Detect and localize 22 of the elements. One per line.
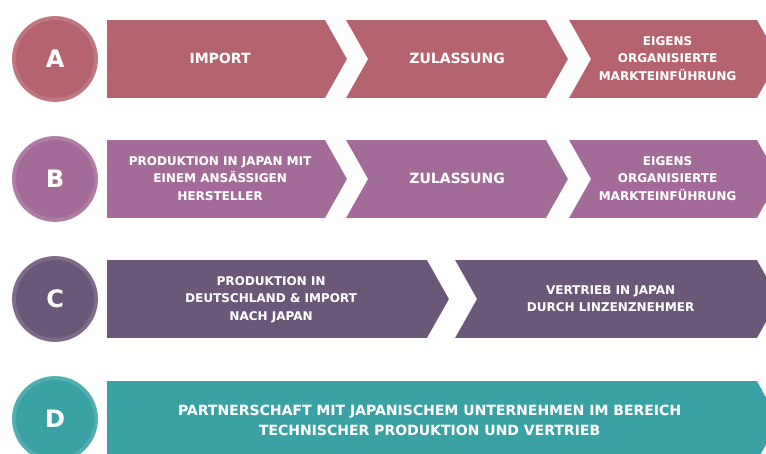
step-banner [107,20,347,98]
step-banner [346,140,568,218]
step-banner [107,260,449,338]
step-banner [455,260,766,338]
step-label: EIGENS ORGANISIERTE MARKTEINFÜHRUNG [598,32,738,85]
step-label: ZULASSUNG [408,170,506,189]
step-banner [569,20,766,98]
step-label: PRODUKTION IN DEUTSCHLAND & IMPORT NACH JAPAN [184,272,358,325]
step-label: ZULASSUNG [408,50,506,69]
step-label: VERTRIEB IN JAPAN DURCH LINZENZNEHMER [526,282,696,316]
step-banner [569,140,766,218]
option-letter: A [44,44,66,75]
step-banner [107,381,766,454]
step-label: PARTNERSCHAFT MIT JAPANISCHEM UNTERNEHMEN IM BEREICH TECHNISCHER PRODUKTION UND VERTRIEB [176,402,682,441]
step-banner [346,20,568,98]
option-letter: C [45,284,65,315]
step-label: EIGENS ORGANISIERTE MARKTEINFÜHRUNG [598,152,738,205]
option-letter: B [44,164,66,195]
step-label: PRODUKTION IN JAPAN MIT EINEM ANSÄSSIGEN HERSTELLER [128,152,312,205]
step-banner [107,140,347,218]
option-letter: D [44,404,66,435]
step-label: IMPORT [188,50,252,69]
